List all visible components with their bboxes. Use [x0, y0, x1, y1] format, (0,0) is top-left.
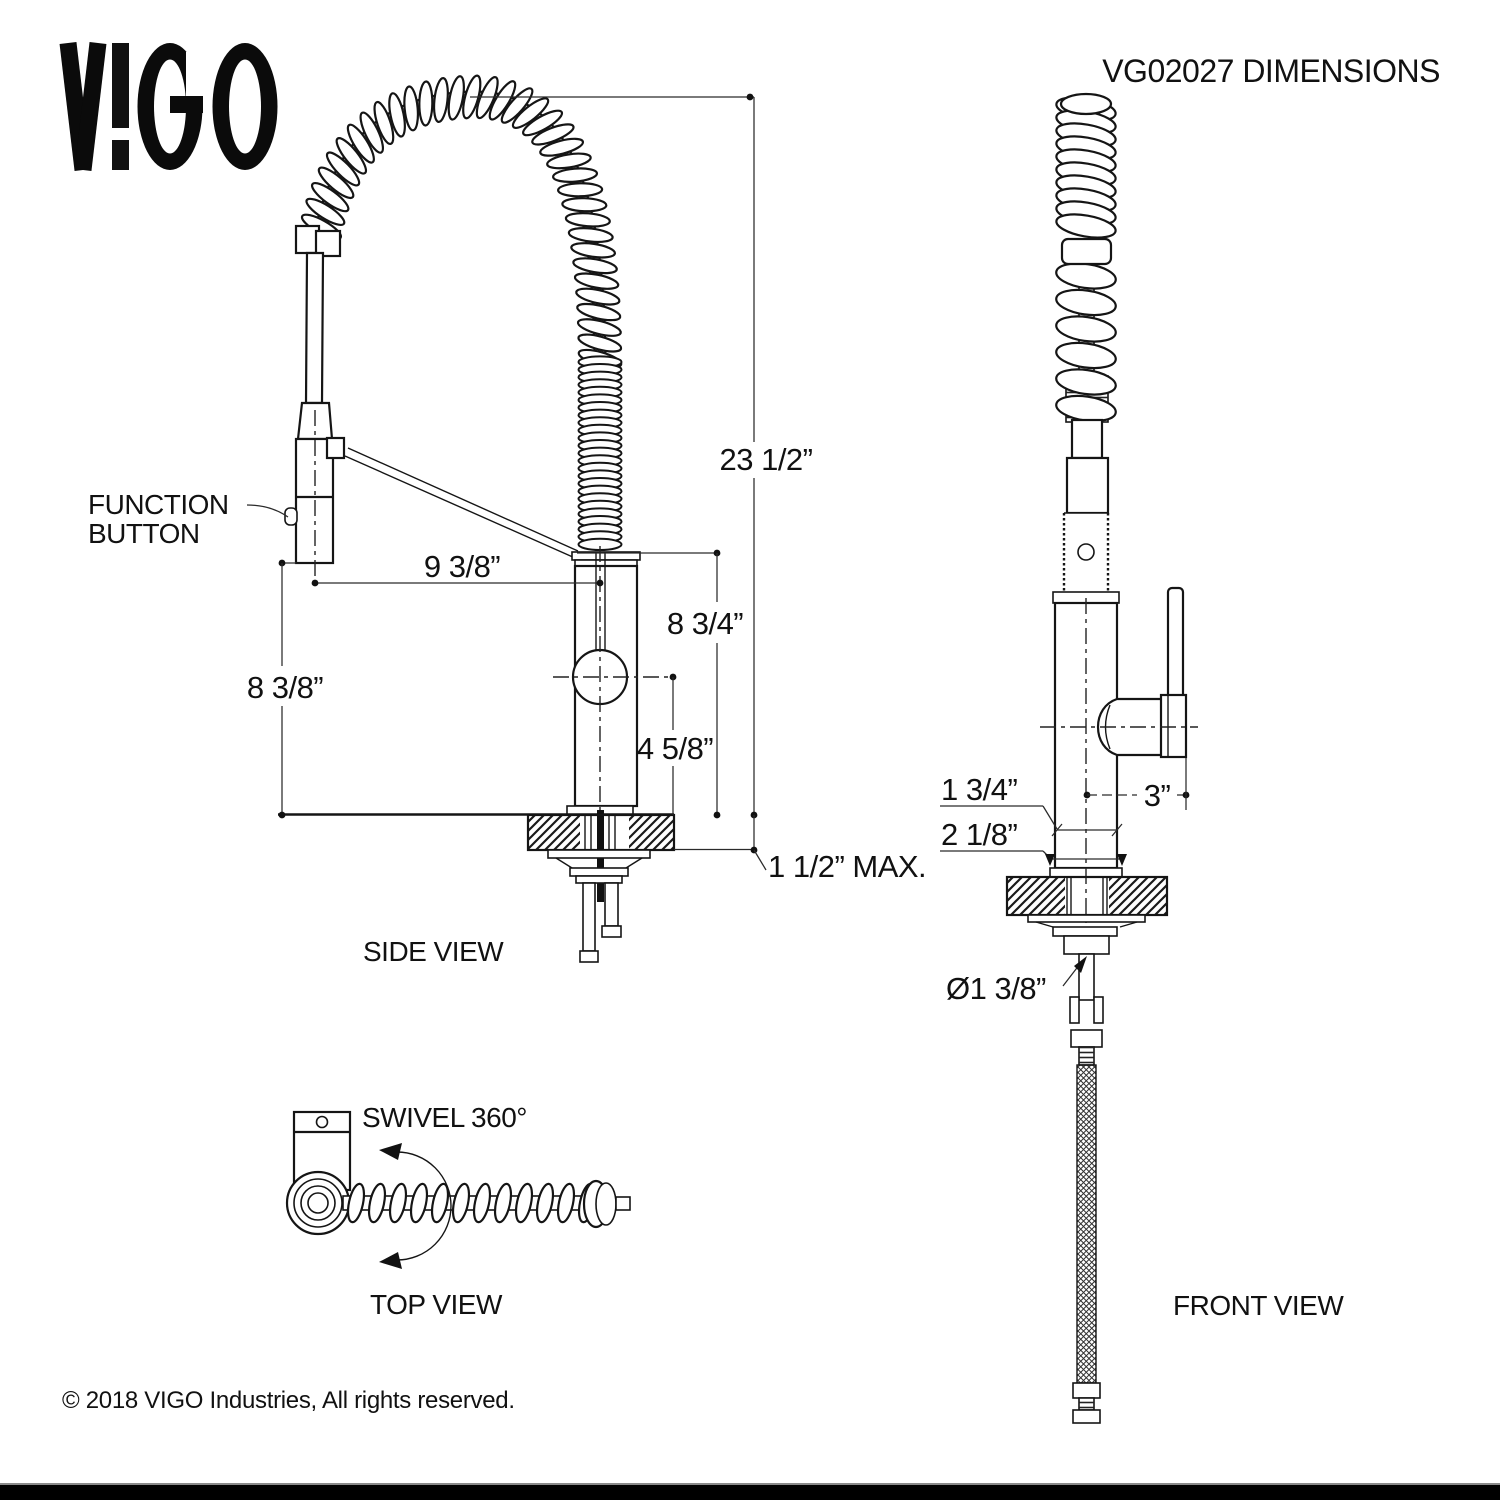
dim-counter-thickness: 1 1/2” MAX. [768, 849, 926, 884]
logo-letter-i [112, 43, 129, 128]
faucet-body [553, 546, 676, 850]
dim-spout-reach: 9 3/8” [424, 549, 500, 584]
dim-body-diameter: 1 3/4” [941, 772, 1017, 807]
support-rod [344, 447, 579, 559]
side-view-dimensions: 23 1/2” 9 3/8” 8 3/4” 8 3/8” 4 5/8” [247, 93, 927, 884]
side-view: 23 1/2” 9 3/8” 8 3/4” 8 3/8” 4 5/8” [88, 74, 927, 967]
function-button-front [1077, 543, 1095, 561]
spray-hose-spring [297, 74, 623, 552]
side-view-caption: SIDE VIEW [363, 936, 504, 967]
swivel-arrow [379, 1143, 452, 1269]
front-under-counter [1027, 914, 1146, 1424]
logo-letter-o [212, 43, 278, 170]
front-deck [1005, 875, 1169, 917]
top-view: SWIVEL 360° TOP VIEW [285, 1102, 631, 1320]
front-view-dimensions: 1 3/4” 2 1/8” 3” Ø1 3/8” [940, 758, 1190, 1006]
dim-spout-height: 8 3/4” [667, 606, 743, 641]
logo-letter-g [137, 43, 203, 170]
vigo-logo [59, 42, 278, 171]
mounting-shank [1063, 935, 1110, 955]
dim-hole-diameter: Ø1 3/8” [946, 971, 1046, 1006]
sheet-title: VG02027 DIMENSIONS [1102, 53, 1440, 89]
front-view-caption: FRONT VIEW [1173, 1290, 1344, 1321]
dim-handle-reach: 3” [1144, 778, 1171, 813]
under-counter-hardware [547, 849, 651, 963]
letterbox-bar [0, 1483, 1500, 1500]
braided-supply-hose [1076, 1064, 1097, 1384]
spring-ferrule [1060, 237, 1113, 266]
callout-line1: FUNCTION [88, 489, 229, 520]
handle [1166, 586, 1185, 702]
dim-base-diameter: 2 1/8” [941, 817, 1017, 852]
copyright-text: © 2018 VIGO Industries, All rights reser… [62, 1387, 515, 1414]
dim-sprayer-height: 8 3/8” [247, 670, 323, 705]
sprayer-grip-front [1062, 512, 1110, 592]
handle-joint [1096, 693, 1188, 759]
callout-line2: BUTTON [88, 518, 200, 549]
sprayer-wand [284, 224, 346, 581]
dim-aerator-height: 4 5/8” [637, 731, 713, 766]
function-button-callout: FUNCTION BUTTON [88, 489, 289, 549]
front-view: 1 3/4” 2 1/8” 3” Ø1 3/8” FRONT VIEW [940, 92, 1345, 1424]
function-button [284, 507, 298, 526]
top-view-caption: TOP VIEW [370, 1289, 503, 1320]
dim-overall-height: 23 1/2” [719, 442, 812, 477]
swivel-label: SWIVEL 360° [362, 1102, 527, 1133]
